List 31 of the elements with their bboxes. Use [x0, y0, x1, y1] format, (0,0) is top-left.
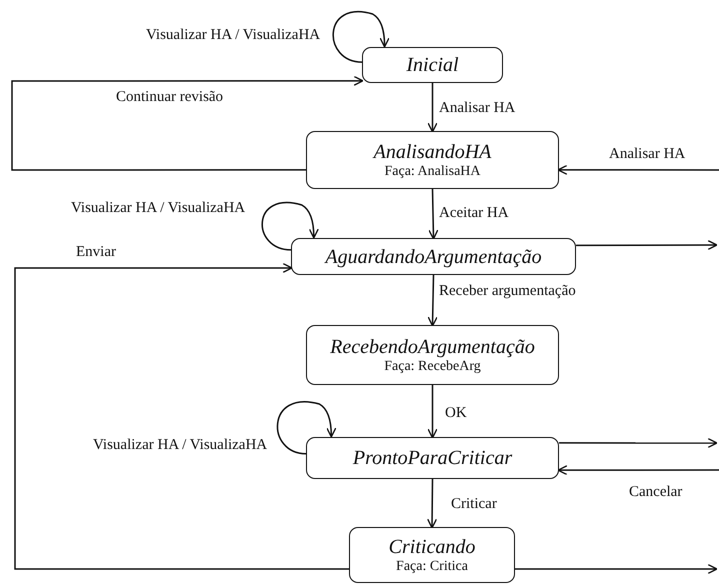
transition-arrow	[427, 385, 438, 439]
state-name: AnalisandoHA	[374, 140, 492, 162]
transition-arrow	[276, 401, 336, 455]
state-name: AguardandoArgumentação	[325, 246, 542, 268]
transition-arrow	[14, 262, 349, 570]
state-box	[349, 527, 515, 583]
edge-label: Receber argumentação	[438, 283, 577, 300]
transition-arrow	[557, 465, 719, 476]
state-activity: Faça: AnalisaHA	[384, 162, 481, 180]
state-activity: Faça: RecebeArg	[384, 358, 481, 374]
state-box	[306, 131, 559, 189]
state-box	[306, 325, 559, 385]
transition-arrow	[427, 83, 438, 133]
transition-arrow	[428, 274, 438, 327]
transition-arrow	[332, 11, 390, 63]
transition-arrow	[428, 188, 438, 240]
state-name: Inicial	[406, 54, 459, 76]
state-name: RecebendoArgumentação	[330, 336, 535, 358]
state-activity: Faça: Critica	[396, 558, 468, 574]
state-box	[306, 437, 559, 479]
transition-arrow	[426, 479, 438, 529]
state-box	[362, 47, 503, 83]
transition-arrow	[515, 564, 718, 574]
state-box	[291, 238, 576, 275]
transition-arrow	[557, 164, 719, 176]
state-name: Criticando	[388, 536, 476, 558]
state-name: ProntoParaCriticar	[352, 447, 512, 469]
transition-arrow	[11, 76, 364, 171]
transition-arrow	[262, 202, 319, 251]
transition-arrow	[576, 240, 718, 250]
transition-arrow	[559, 438, 718, 448]
